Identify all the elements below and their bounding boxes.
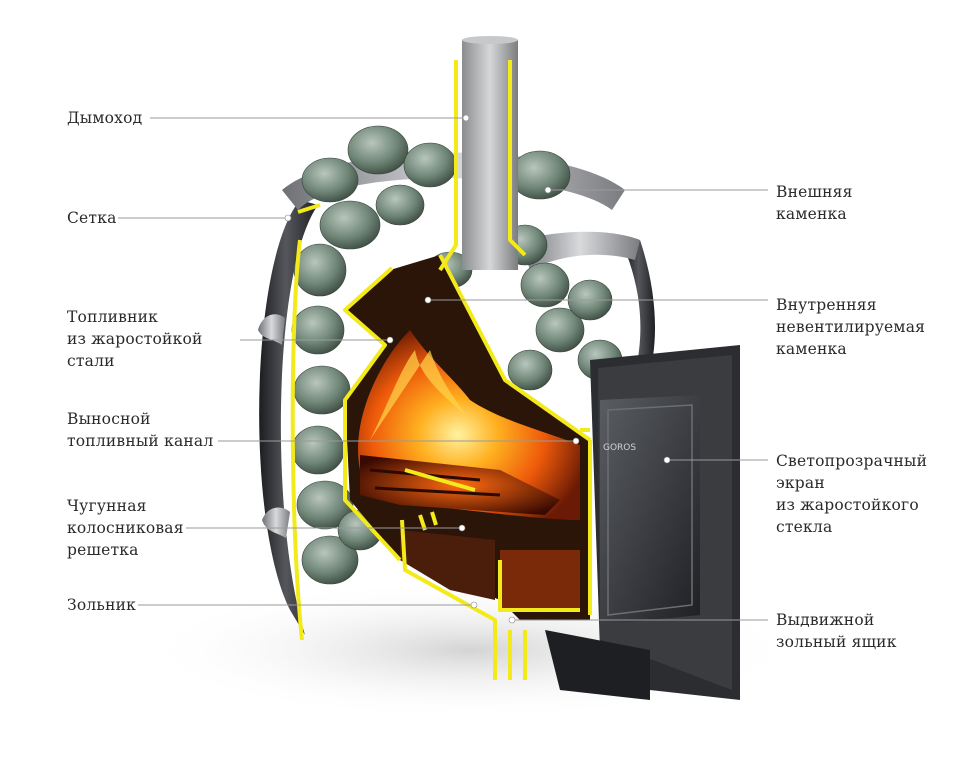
label-mesh: Сетка bbox=[67, 209, 117, 227]
label-ash-pit: Зольник bbox=[67, 596, 137, 614]
mesh-ring-mid bbox=[258, 314, 285, 345]
glass-screen bbox=[600, 395, 700, 625]
label-ash-drawer: Выдвижной зольный ящик bbox=[776, 611, 897, 651]
leader-lines bbox=[118, 117, 768, 621]
ash-pit bbox=[400, 530, 495, 600]
mesh-ring-low bbox=[262, 507, 290, 538]
label-glass-screen: Светопрозрачный экран из жаростойкого ст… bbox=[776, 452, 928, 536]
ash-drawer bbox=[500, 550, 580, 610]
label-fuel-channel: Выносной топливный канал bbox=[67, 410, 214, 450]
door-base bbox=[545, 630, 650, 700]
label-outer-stones: Внешняя каменка bbox=[776, 183, 853, 223]
label-grate: Чугунная колосниковая решетка bbox=[67, 497, 184, 559]
mesh-ring-right bbox=[520, 231, 640, 270]
cutaway-outline bbox=[290, 60, 592, 680]
label-firebox: Топливник из жаростойкой стали bbox=[67, 308, 203, 370]
door-brand-text: GOROS bbox=[603, 443, 636, 453]
label-chimney: Дымоход bbox=[67, 109, 143, 127]
label-inner-stones: Внутренняя невентилируемая каменка bbox=[776, 296, 926, 358]
